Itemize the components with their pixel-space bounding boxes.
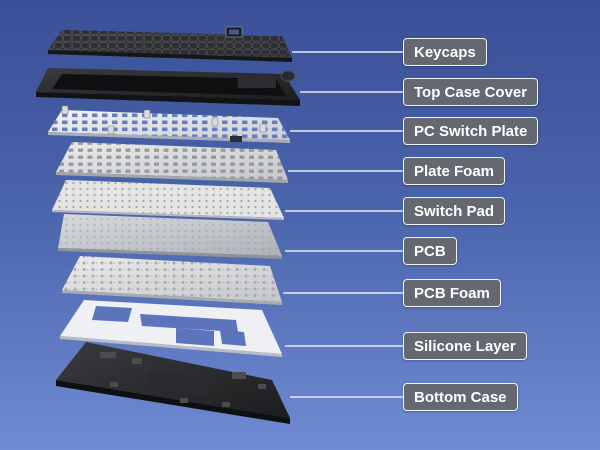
label-plate-foam: Plate Foam — [403, 157, 506, 185]
pcb-foam-part — [62, 256, 282, 305]
pc-switch-plate-part — [48, 105, 290, 143]
pcb-part — [58, 214, 282, 259]
label-pc-switch-plate: PC Switch Plate — [403, 117, 539, 145]
label-switch-pad: Switch Pad — [403, 197, 506, 225]
label-silicone-layer: Silicone Layer — [403, 332, 527, 360]
keycaps-part — [48, 26, 292, 62]
top-case-cover-part — [36, 68, 300, 106]
switch-pad-part — [52, 180, 284, 220]
label-keycaps: Keycaps — [403, 38, 487, 66]
plate-foam-part — [56, 142, 288, 183]
bottom-case-part — [56, 342, 290, 424]
label-bottom-case: Bottom Case — [403, 383, 518, 411]
label-pcb: PCB — [403, 237, 457, 265]
silicone-layer-part — [60, 300, 282, 357]
label-top-case-cover: Top Case Cover — [403, 78, 539, 106]
connector-lines — [283, 51, 403, 398]
label-pcb-foam: PCB Foam — [403, 279, 501, 307]
